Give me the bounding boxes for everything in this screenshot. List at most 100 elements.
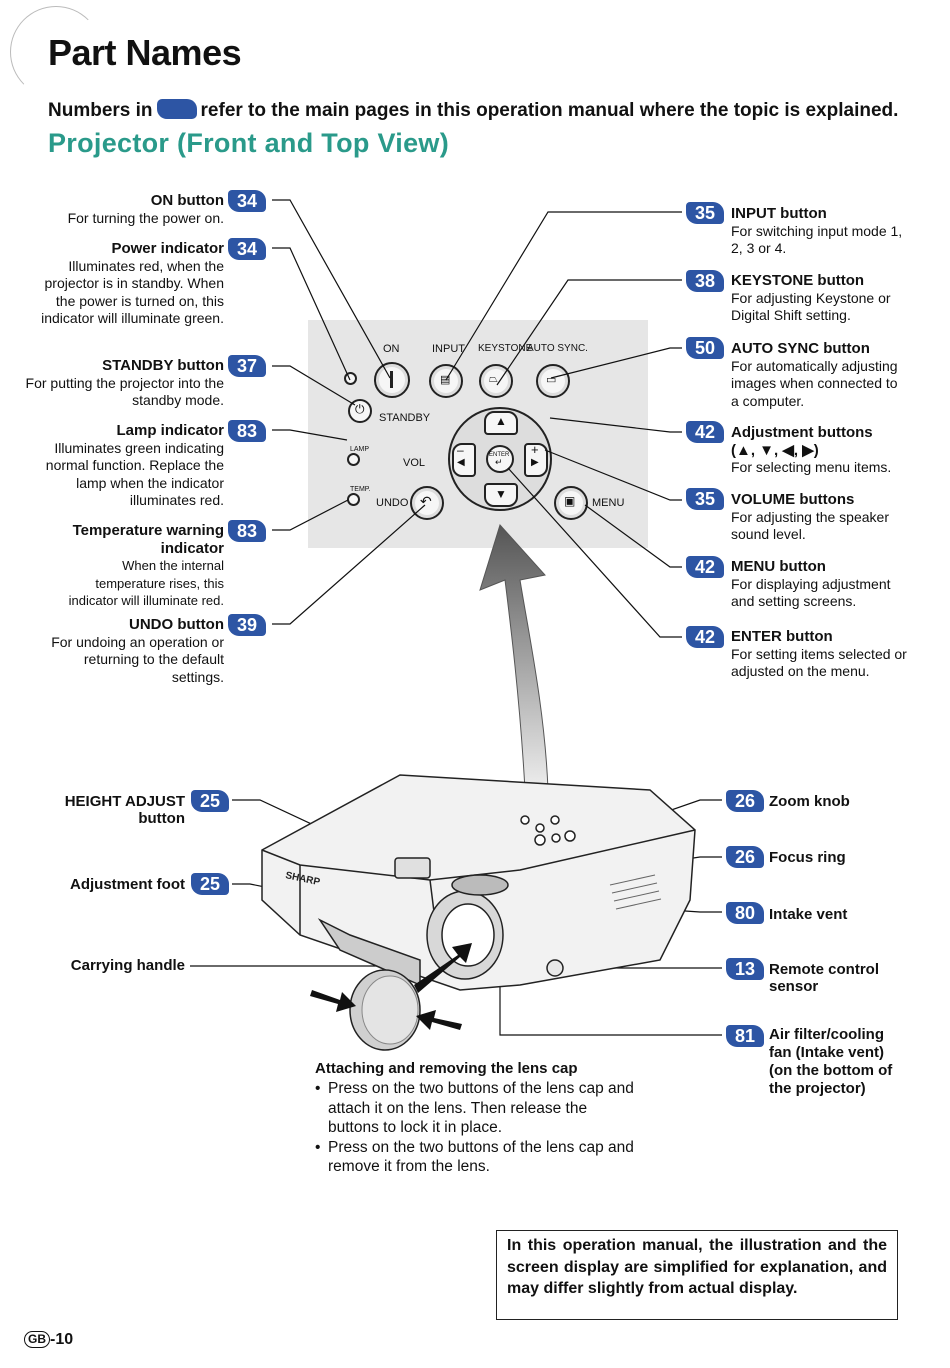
lens-cap-instructions: Press on the two buttons of the lens cap… [315, 1079, 635, 1177]
callout-desc: When the internal temperature rises, thi… [68, 558, 224, 608]
callout-input-button: INPUT button For switching input mode 1,… [731, 205, 911, 258]
callout-title-3: (on the bottom of [769, 1062, 893, 1079]
undo-button[interactable]: ↶ [410, 486, 444, 520]
enter-label: ENTER [489, 452, 510, 458]
page-badge: 37 [228, 355, 266, 377]
left-arrow-icon: ◀ [457, 457, 465, 468]
section-subtitle: Projector (Front and Top View) [48, 128, 450, 158]
label-auto-sync: AUTO SYNC. [527, 343, 588, 354]
page-badge: 26 [726, 846, 764, 868]
right-volume-button[interactable]: +▶ [524, 442, 548, 477]
page-badge: 35 [686, 202, 724, 224]
page-number: -10 [50, 1331, 74, 1348]
page-badge: 50 [686, 337, 724, 359]
page-badge: 13 [726, 958, 764, 980]
page-badge: 25 [191, 873, 229, 895]
callout-menu-button: MENU button For displaying adjustment an… [731, 558, 911, 611]
auto-sync-button[interactable]: ▭ [536, 364, 570, 398]
adjustment-pad: ▲ ▼ –◀ +▶ ENTER↵ [448, 407, 552, 511]
callout-title: MENU button [731, 558, 826, 575]
callout-title: Temperature warning indicator [72, 522, 224, 557]
page-badge: 81 [726, 1025, 764, 1047]
callout-desc: Illuminates red, when the projector is i… [41, 257, 224, 327]
label-temp: TEMP. [350, 486, 371, 493]
callout-focus-ring: Focus ring [769, 849, 846, 866]
callout-desc: For adjusting the speaker sound level. [731, 508, 889, 543]
menu-icon: ▣ [564, 494, 576, 508]
callout-remote-sensor: Remote control sensor [769, 961, 879, 995]
down-arrow-icon: ▼ [495, 487, 507, 501]
intro-after: refer to the main pages in this operatio… [200, 100, 899, 121]
callout-title: Remote control [769, 961, 880, 978]
label-undo: UNDO [376, 497, 409, 509]
callout-title: Air filter/cooling [769, 1026, 885, 1043]
enter-icon: ↵ [495, 457, 503, 467]
lens-cap-title: Attaching and removing the lens cap [315, 1060, 578, 1077]
callout-desc: Illuminates green indicating normal func… [45, 439, 224, 509]
undo-icon: ↶ [420, 493, 432, 509]
callout-title: KEYSTONE button [731, 272, 865, 289]
callout-undo-button: UNDO button For undoing an operation or … [44, 616, 224, 686]
callout-air-filter: Air filter/cooling fan (Intake vent) (on… [769, 1026, 892, 1098]
on-button[interactable] [374, 362, 410, 398]
callout-title: INPUT button [731, 205, 827, 222]
callout-desc: For selecting menu items. [731, 459, 892, 475]
minus-label: – [457, 443, 464, 457]
callout-power-indicator: Power indicator Illuminates red, when th… [24, 240, 224, 328]
power-icon: ⏻ [355, 402, 365, 416]
left-volume-button[interactable]: –◀ [452, 443, 476, 477]
up-button[interactable]: ▲ [484, 411, 518, 435]
label-input: INPUT [432, 343, 465, 355]
callout-title-2: sensor [769, 978, 819, 995]
page-badge: 42 [686, 421, 724, 443]
callout-title: Lamp indicator [116, 422, 224, 439]
callout-title: ENTER button [731, 628, 833, 645]
callout-title-arrows: (▲, ▼, ◀, ▶) [731, 441, 819, 459]
menu-button[interactable]: ▣ [554, 486, 588, 520]
callout-zoom-knob: Zoom knob [769, 793, 850, 810]
callout-title-2: fan (Intake vent) [769, 1044, 885, 1061]
callout-enter-button: ENTER button For setting items selected … [731, 628, 911, 681]
list-item: Press on the two buttons of the lens cap… [315, 1138, 635, 1177]
callout-intake-vent: Intake vent [769, 906, 848, 923]
callout-desc: For adjusting Keystone or Digital Shift … [731, 289, 891, 324]
callout-desc: For automatically adjusting images when … [731, 357, 898, 409]
press-arrow-left-icon [310, 990, 356, 1012]
page-badge: 42 [686, 626, 724, 648]
page-number-chip-legend [156, 99, 197, 119]
label-vol: VOL [403, 457, 426, 469]
page-badge: 80 [726, 902, 764, 924]
callout-desc: For switching input mode 1, 2, 3 or 4. [731, 222, 903, 257]
corner-decoration [10, 6, 102, 98]
label-keystone: KEYSTONE [478, 343, 533, 354]
callout-adjustment-buttons: Adjustment buttons (▲, ▼, ◀, ▶) For sele… [731, 424, 931, 477]
label-on: ON [383, 343, 400, 355]
callout-temperature-indicator: Temperature warning indicator When the i… [54, 522, 224, 610]
callout-title: Power indicator [111, 240, 224, 257]
page-badge: 34 [228, 190, 266, 212]
up-arrow-icon: ▲ [495, 414, 507, 428]
callout-auto-sync-button: AUTO SYNC button For automatically adjus… [731, 340, 906, 410]
page-badge: 83 [228, 420, 266, 442]
lens-cap-inner [361, 975, 419, 1045]
callout-height-adjust: HEIGHT ADJUST button [65, 793, 185, 827]
plus-label: + [531, 442, 539, 457]
down-button[interactable]: ▼ [484, 483, 518, 507]
arrow-up-icon [479, 524, 549, 791]
keystone-icon: ⏢ [489, 373, 498, 385]
page-footer: GB-10 [24, 1331, 73, 1349]
press-arrow-right-icon [416, 1010, 462, 1030]
label-menu: MENU [592, 497, 625, 509]
input-button[interactable]: ▤ [429, 364, 463, 398]
temperature-indicator-led [347, 493, 360, 506]
page-badge: 42 [686, 556, 724, 578]
enter-button[interactable]: ENTER↵ [486, 445, 514, 473]
right-arrow-icon: ▶ [531, 457, 539, 468]
callout-desc: For putting the projector into the stand… [25, 374, 224, 409]
callout-carrying-handle: Carrying handle [70, 957, 185, 974]
callout-adjustment-foot: Adjustment foot [70, 876, 185, 893]
callout-desc: For undoing an operation or returning to… [51, 633, 224, 685]
page-badge: 38 [686, 270, 724, 292]
region-badge: GB [24, 1331, 50, 1348]
projector-illustration [261, 774, 696, 991]
